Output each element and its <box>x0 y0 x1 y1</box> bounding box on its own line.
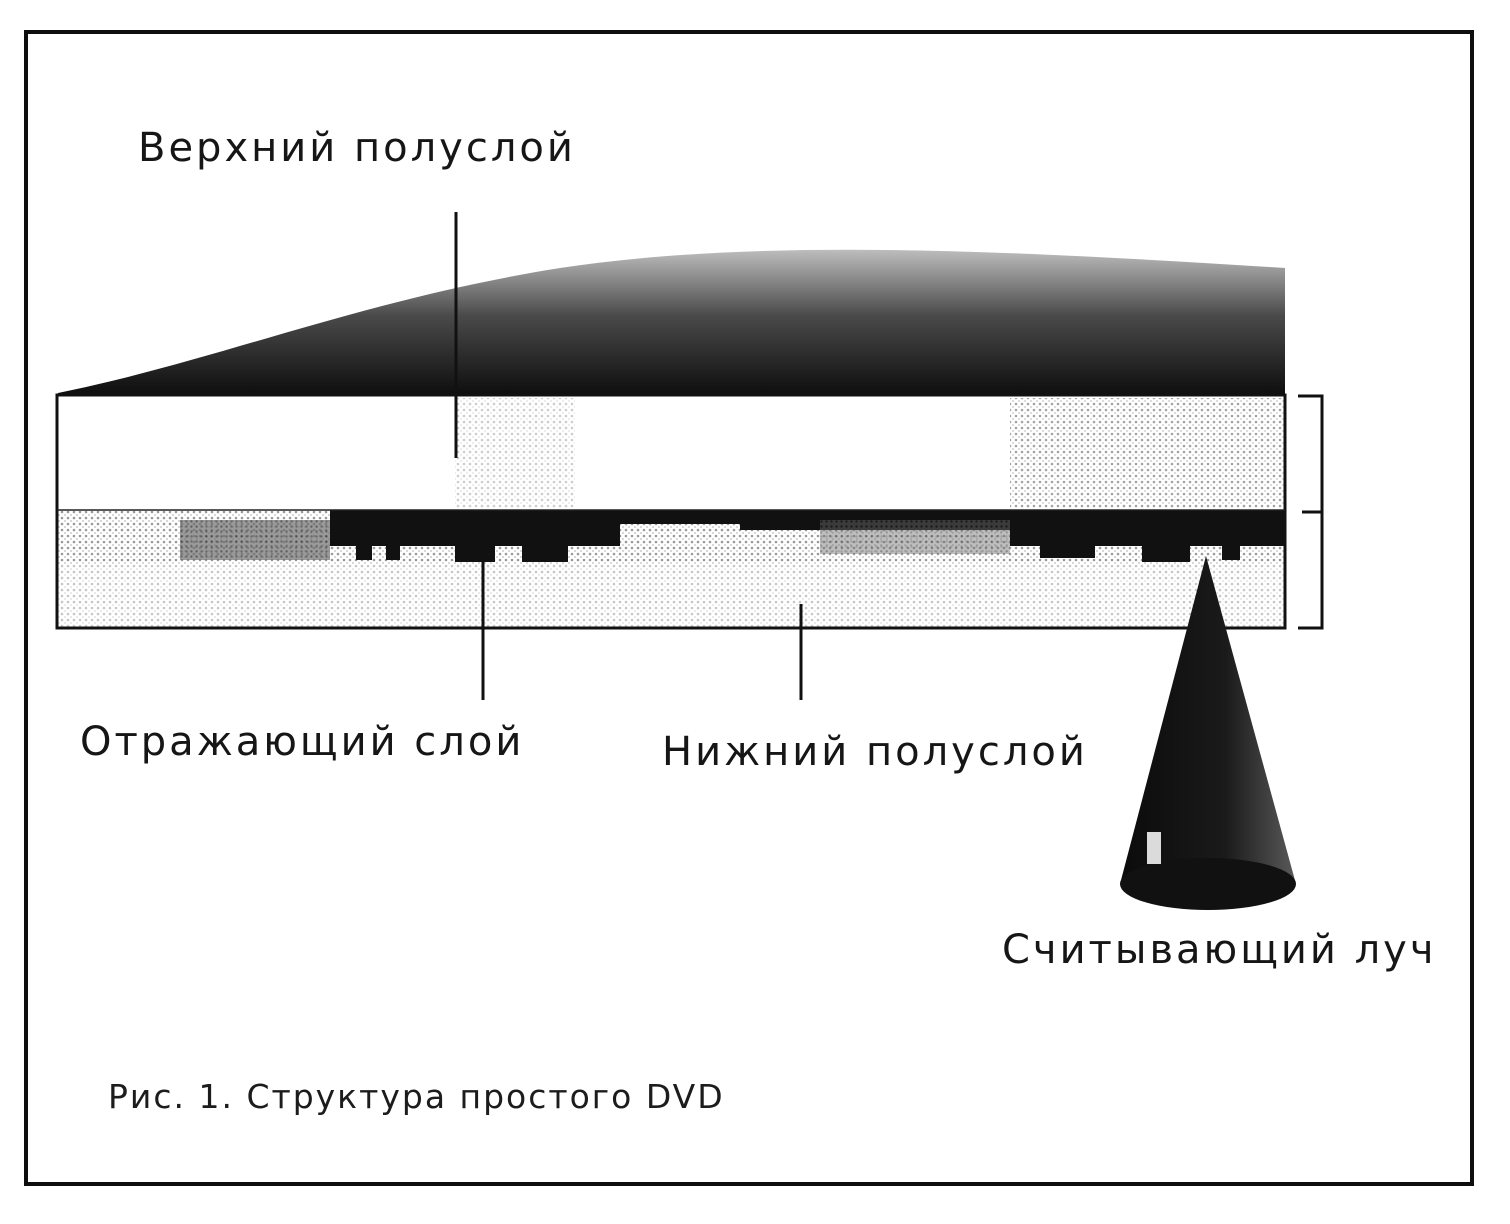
read-beam-label: Считывающий луч <box>1002 927 1437 973</box>
lower-half-layer <box>58 564 1285 628</box>
reflective-layer-pits <box>330 510 1285 562</box>
thickness-bracket <box>1298 394 1324 630</box>
upper-half-layer-label: Верхний полуслой <box>138 125 576 171</box>
upper-half-layer-halftone <box>1010 398 1284 508</box>
upper-half-layer-halftone-mid <box>455 398 575 508</box>
disc-top-surface-shading <box>58 249 1285 396</box>
disc-outline <box>55 393 1287 630</box>
reflective-band-dark-left <box>180 520 330 560</box>
figure-frame <box>24 30 1474 1186</box>
lower-half-layer-label: Нижний полуслой <box>662 729 1088 775</box>
read-beam-base <box>1120 858 1296 910</box>
read-beam-highlight <box>1147 832 1161 864</box>
figure-caption: Рис. 1. Структура простого DVD <box>108 1077 725 1116</box>
reflective-band-dark-mid <box>820 520 1010 554</box>
reflective-layer-label: Отражающий слой <box>80 719 525 765</box>
read-beam-cone <box>1120 556 1296 902</box>
